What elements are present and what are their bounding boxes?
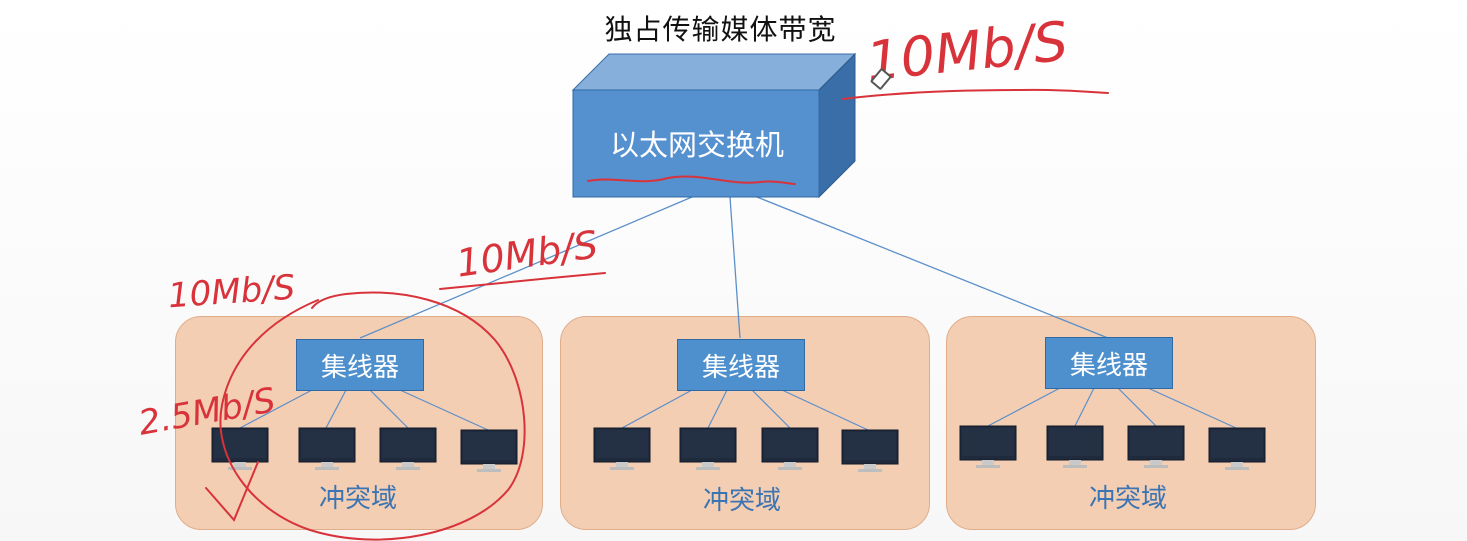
computer-icon bbox=[298, 427, 356, 471]
uplink-1 bbox=[359, 196, 693, 339]
check-mark bbox=[205, 461, 259, 522]
computer-icon bbox=[679, 427, 737, 471]
computer-icon bbox=[959, 425, 1017, 469]
downlink bbox=[399, 389, 489, 431]
computer-icon bbox=[379, 427, 437, 471]
computer-icon bbox=[761, 427, 819, 471]
computers bbox=[211, 425, 1266, 473]
domain-circle bbox=[219, 291, 526, 541]
uplinks bbox=[359, 196, 1109, 339]
collision-domain-label: 冲突域 bbox=[1088, 484, 1167, 514]
computer-icon bbox=[1208, 427, 1266, 471]
downlink bbox=[369, 389, 409, 429]
downlink bbox=[325, 389, 347, 429]
hub-1: 集线器 bbox=[296, 339, 424, 391]
computer-icon bbox=[1046, 425, 1104, 469]
switch-top-face bbox=[571, 53, 857, 91]
downlink bbox=[239, 389, 313, 429]
computer-icon bbox=[593, 427, 651, 471]
downlink bbox=[1074, 387, 1095, 427]
link-rate-underline bbox=[439, 272, 606, 290]
downlink bbox=[751, 389, 791, 429]
computer-icon bbox=[460, 429, 518, 473]
hub-2: 集线器 bbox=[677, 339, 805, 391]
downlink bbox=[707, 389, 728, 429]
switch-label-underline bbox=[587, 175, 796, 185]
computer-icon bbox=[1127, 425, 1185, 469]
downlinks bbox=[239, 387, 1237, 431]
switch-label: 以太网交换机 bbox=[609, 128, 784, 162]
collision-domain-label: 冲突域 bbox=[702, 486, 781, 516]
uplink-2 bbox=[729, 196, 741, 339]
downlink bbox=[621, 389, 693, 429]
ethernet-switch bbox=[571, 52, 857, 199]
diagram-title: 独占传输媒体带宽 bbox=[604, 13, 837, 46]
hub-label: 集线器 bbox=[701, 352, 780, 383]
computer-icon bbox=[841, 429, 899, 473]
downlink bbox=[1147, 387, 1237, 429]
downlink bbox=[987, 387, 1061, 427]
hub-label: 集线器 bbox=[320, 352, 399, 383]
uplink-3 bbox=[756, 196, 1109, 339]
collision-domain-label: 冲突域 bbox=[318, 484, 397, 514]
downlink bbox=[1117, 387, 1157, 427]
downlink bbox=[781, 389, 869, 431]
hub-label: 集线器 bbox=[1069, 350, 1148, 381]
switch-rate-underline bbox=[842, 88, 1109, 100]
hub-3: 集线器 bbox=[1045, 337, 1173, 389]
handwritten-marks bbox=[205, 88, 1109, 541]
